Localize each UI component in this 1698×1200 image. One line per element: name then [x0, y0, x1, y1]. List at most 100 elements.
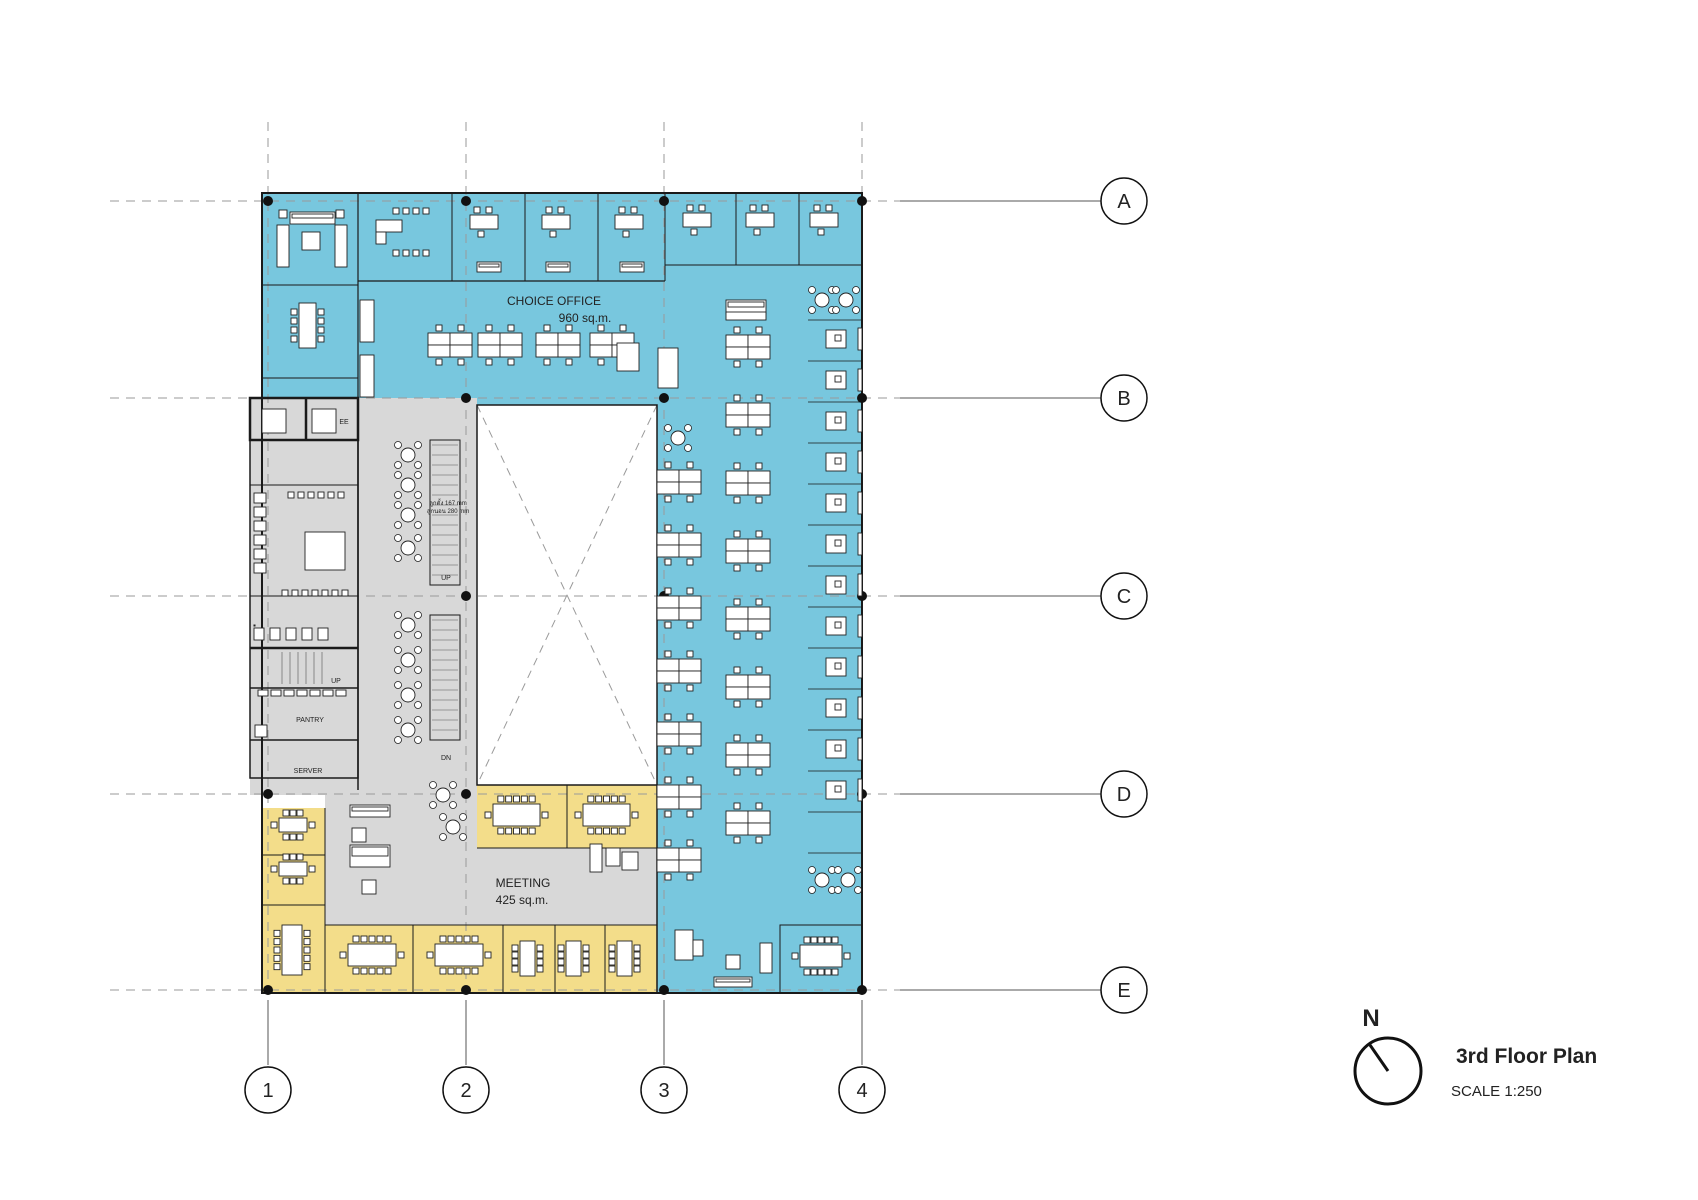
round-table — [838, 292, 854, 308]
cabin-door — [857, 327, 863, 351]
toilet — [269, 627, 281, 641]
chair — [608, 958, 616, 966]
round-table — [400, 722, 416, 738]
chair — [471, 967, 479, 975]
atrium-cross — [476, 404, 658, 786]
armchair — [335, 209, 345, 219]
chair — [834, 744, 842, 752]
chair — [664, 747, 672, 755]
desk — [656, 532, 680, 546]
chair — [439, 833, 447, 841]
chair — [824, 968, 832, 976]
chair — [528, 795, 536, 803]
chair — [394, 611, 402, 619]
chair — [426, 951, 434, 959]
sofa-cushion — [351, 806, 389, 812]
chair — [824, 936, 832, 944]
chair — [507, 324, 515, 332]
grid-row-d: D — [1117, 784, 1131, 806]
chair — [664, 650, 672, 658]
chair — [633, 944, 641, 952]
chair — [733, 394, 741, 402]
chair — [536, 965, 544, 973]
chair — [852, 286, 860, 294]
chair — [686, 684, 694, 692]
chair — [459, 813, 467, 821]
chair — [664, 587, 672, 595]
desk — [656, 733, 680, 747]
chair — [485, 324, 493, 332]
server-label: SERVER — [294, 768, 323, 775]
grid-col-1: 1 — [262, 1080, 273, 1102]
chair — [394, 736, 402, 744]
round-table — [400, 447, 416, 463]
chair — [834, 866, 842, 874]
chair — [610, 827, 618, 835]
chair — [686, 650, 694, 658]
chair — [755, 802, 763, 810]
chair — [808, 286, 816, 294]
chair — [414, 681, 422, 689]
desk — [725, 810, 749, 824]
round-table — [400, 687, 416, 703]
chair — [587, 827, 595, 835]
chair — [303, 938, 311, 946]
chair — [755, 836, 763, 844]
chair — [582, 951, 590, 959]
chair — [289, 877, 297, 885]
desk — [656, 847, 680, 861]
chair — [484, 951, 492, 959]
chair — [270, 821, 278, 829]
pantry-counter — [309, 689, 321, 697]
chair — [733, 836, 741, 844]
chair — [808, 306, 816, 314]
chair — [449, 781, 457, 789]
chair — [690, 228, 698, 236]
chair — [414, 611, 422, 619]
desk — [678, 859, 702, 873]
stair-note: ลูกตั้ง 167 mm — [429, 497, 466, 507]
chair — [282, 877, 290, 885]
chair — [511, 958, 519, 966]
desk — [725, 550, 749, 564]
toilet — [285, 627, 297, 641]
desk — [678, 658, 702, 672]
elevator — [261, 408, 287, 434]
chair — [664, 424, 672, 432]
chair — [368, 935, 376, 943]
zone-labels: CHOICE OFFICE 960 sq.m. MEETING 425 sq.m… — [294, 294, 612, 907]
desk — [499, 332, 523, 346]
desk — [747, 810, 771, 824]
chair — [686, 713, 694, 721]
desk — [535, 344, 559, 358]
chair — [595, 795, 603, 803]
chair — [422, 249, 430, 257]
chair — [664, 444, 672, 452]
toilet — [317, 627, 329, 641]
chair — [457, 324, 465, 332]
chair — [429, 801, 437, 809]
chair — [303, 929, 311, 937]
chair — [352, 967, 360, 975]
chair — [755, 564, 763, 572]
chair — [733, 530, 741, 538]
pantry-label: PANTRY — [296, 717, 324, 724]
basin — [291, 589, 299, 597]
desk — [747, 754, 771, 768]
chair — [435, 324, 443, 332]
conference-table — [375, 219, 403, 233]
chair — [557, 944, 565, 952]
chair — [273, 929, 281, 937]
chair — [733, 666, 741, 674]
chair — [536, 958, 544, 966]
conference-table — [375, 231, 387, 245]
cabin-door — [857, 778, 863, 802]
meeting-zone-name: MEETING — [496, 876, 551, 890]
chair — [296, 877, 304, 885]
conference-table — [281, 924, 303, 976]
chair — [447, 967, 455, 975]
desk — [725, 346, 749, 360]
chair — [686, 839, 694, 847]
desk — [725, 822, 749, 836]
chair — [414, 666, 422, 674]
